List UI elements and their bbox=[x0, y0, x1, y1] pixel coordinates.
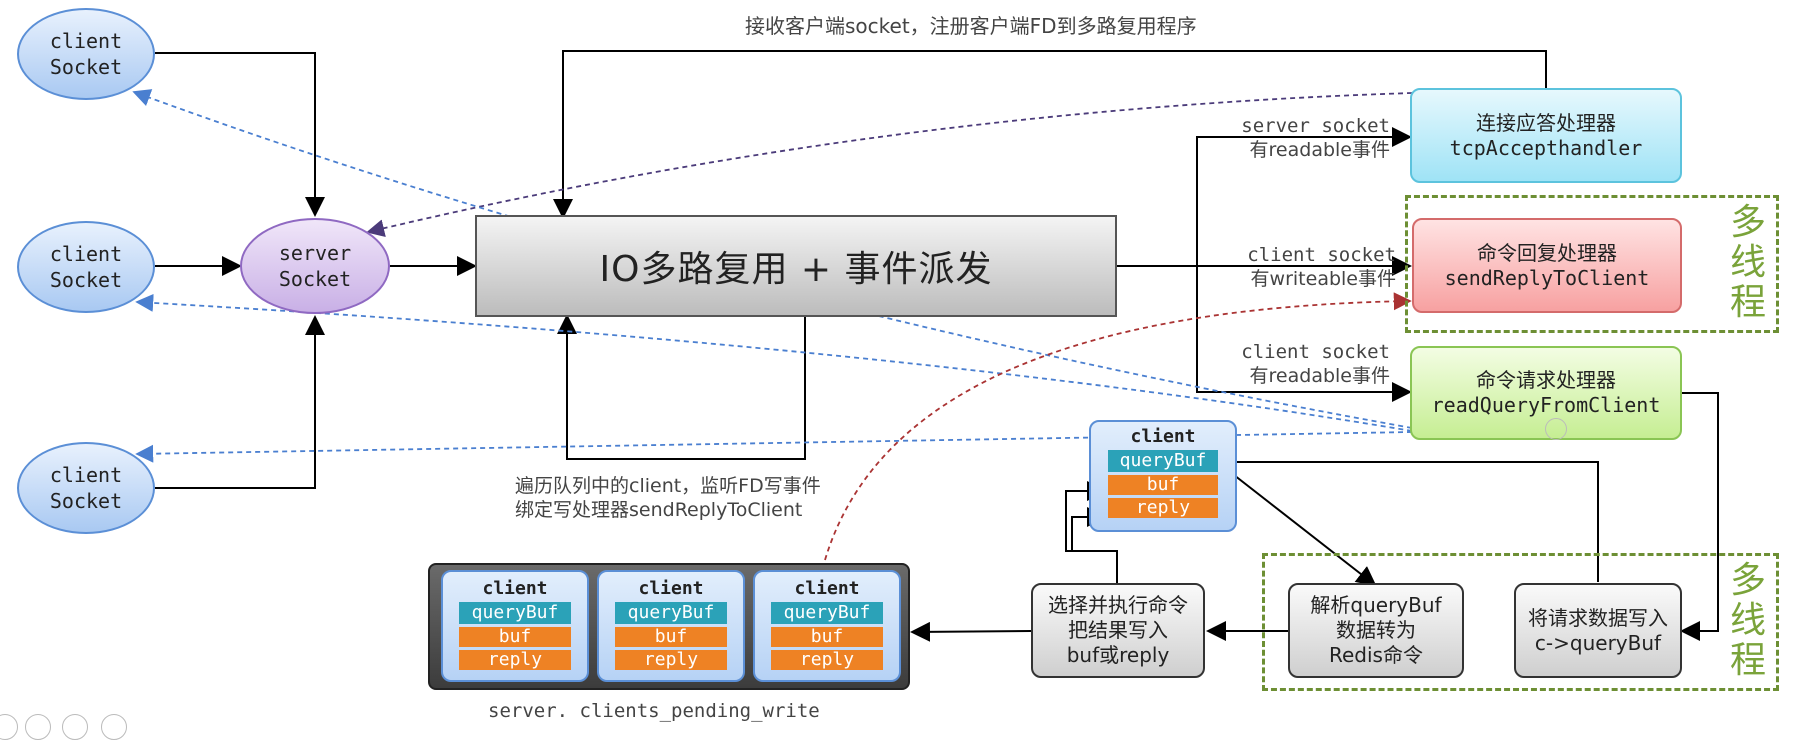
event-line: server socket bbox=[1241, 115, 1390, 137]
buf-field: buf bbox=[1108, 475, 1218, 495]
queue-client-title: client bbox=[482, 578, 548, 599]
dispatcher-title: IO多路复用 + 事件派发 bbox=[599, 249, 993, 290]
multithread-zone-bottom bbox=[1262, 553, 1779, 691]
reply-field: reply bbox=[771, 650, 883, 670]
step-line: c->queryBuf bbox=[1534, 630, 1662, 655]
execute-command-step: 选择并执行命令 把结果写入 buf或reply bbox=[1031, 583, 1205, 678]
querybuf-field: queryBuf bbox=[615, 602, 727, 624]
queue-client-2: client queryBuf buf reply bbox=[597, 570, 745, 682]
reply-field: reply bbox=[459, 650, 571, 670]
client-socket-3: client Socket bbox=[17, 442, 155, 534]
event-line: 有readable事件 bbox=[1249, 139, 1390, 161]
accept-handler: 连接应答处理器 tcpAccepthandler bbox=[1410, 88, 1682, 183]
loop-note-line: 遍历队列中的client，监听FD写事件 bbox=[515, 475, 821, 497]
querybuf-field: queryBuf bbox=[1108, 450, 1218, 472]
queue-client-title: client bbox=[794, 578, 860, 599]
client-socket-label: client bbox=[49, 29, 123, 53]
step-line: 解析queryBuf bbox=[1310, 593, 1442, 617]
client-socket-label: Socket bbox=[49, 489, 123, 513]
step-line: 把结果写入 bbox=[1068, 618, 1168, 642]
slide-control-icon[interactable] bbox=[62, 714, 88, 740]
queue-client-title: client bbox=[638, 578, 704, 599]
multithread-zone-top bbox=[1405, 195, 1779, 333]
reply-field: reply bbox=[1108, 498, 1218, 518]
querybuf-field: queryBuf bbox=[771, 602, 883, 624]
client-struct-title: client bbox=[1130, 426, 1196, 447]
top-note: 接收客户端socket，注册客户端FD到多路复用程序 bbox=[745, 14, 1197, 38]
step-line: 选择并执行命令 bbox=[1048, 593, 1188, 617]
reply-handler: 命令回复处理器 sendReplyToClient bbox=[1412, 218, 1682, 313]
event-line: client socket bbox=[1241, 341, 1390, 363]
handler-code: sendReplyToClient bbox=[1444, 265, 1650, 290]
multithread-label-bottom: 多线程 bbox=[1729, 560, 1766, 681]
parse-querybuf-step: 解析queryBuf 数据转为 Redis命令 bbox=[1288, 583, 1464, 678]
client-struct: client queryBuf buf reply bbox=[1089, 420, 1237, 532]
event-label-read: client socket 有readable事件 bbox=[1216, 340, 1390, 388]
client-socket-label: Socket bbox=[49, 268, 123, 292]
server-socket: server Socket bbox=[240, 218, 390, 314]
handler-title: 连接应答处理器 bbox=[1476, 110, 1616, 135]
client-socket-1: client Socket bbox=[17, 8, 155, 100]
event-label-write: client socket 有writeable事件 bbox=[1210, 243, 1396, 291]
step-line: 将请求数据写入 bbox=[1528, 605, 1668, 630]
client-socket-label: client bbox=[49, 463, 123, 487]
queue-client-3: client queryBuf buf reply bbox=[753, 570, 901, 682]
client-socket-label: Socket bbox=[49, 55, 123, 79]
multithread-label-top: 多线程 bbox=[1729, 202, 1766, 323]
client-socket-2: client Socket bbox=[17, 221, 155, 313]
handler-title: 命令请求处理器 bbox=[1476, 368, 1616, 392]
buf-field: buf bbox=[459, 627, 571, 647]
server-socket-label: Socket bbox=[278, 267, 352, 291]
event-line: 有writeable事件 bbox=[1250, 268, 1396, 290]
io-multiplexing-dispatcher: IO多路复用 + 事件派发 bbox=[475, 215, 1117, 317]
step-line: buf或reply bbox=[1066, 643, 1170, 667]
step-line: Redis命令 bbox=[1329, 643, 1423, 667]
cursor-circle bbox=[1545, 418, 1567, 440]
write-querybuf-step: 将请求数据写入 c->queryBuf bbox=[1514, 583, 1682, 678]
slide-control-icon[interactable] bbox=[25, 714, 51, 740]
event-label-accept: server socket 有readable事件 bbox=[1216, 114, 1390, 162]
loop-note: 遍历队列中的client，监听FD写事件 绑定写处理器sendReplyToCl… bbox=[515, 474, 821, 522]
reply-field: reply bbox=[615, 650, 727, 670]
querybuf-field: queryBuf bbox=[459, 602, 571, 624]
queue-label: server. clients_pending_write bbox=[488, 700, 820, 722]
event-line: 有readable事件 bbox=[1249, 365, 1390, 387]
handler-code: readQueryFromClient bbox=[1431, 393, 1661, 417]
step-line: 数据转为 bbox=[1336, 618, 1416, 642]
handler-title: 命令回复处理器 bbox=[1477, 240, 1617, 265]
queue-client-1: client queryBuf buf reply bbox=[441, 570, 589, 682]
event-line: client socket bbox=[1247, 244, 1396, 266]
buf-field: buf bbox=[771, 627, 883, 647]
server-socket-label: server bbox=[278, 241, 352, 265]
slide-control-icon[interactable] bbox=[101, 714, 127, 740]
client-socket-label: client bbox=[49, 242, 123, 266]
handler-code: tcpAccepthandler bbox=[1449, 135, 1643, 160]
buf-field: buf bbox=[615, 627, 727, 647]
loop-note-line: 绑定写处理器sendReplyToClient bbox=[515, 499, 803, 521]
